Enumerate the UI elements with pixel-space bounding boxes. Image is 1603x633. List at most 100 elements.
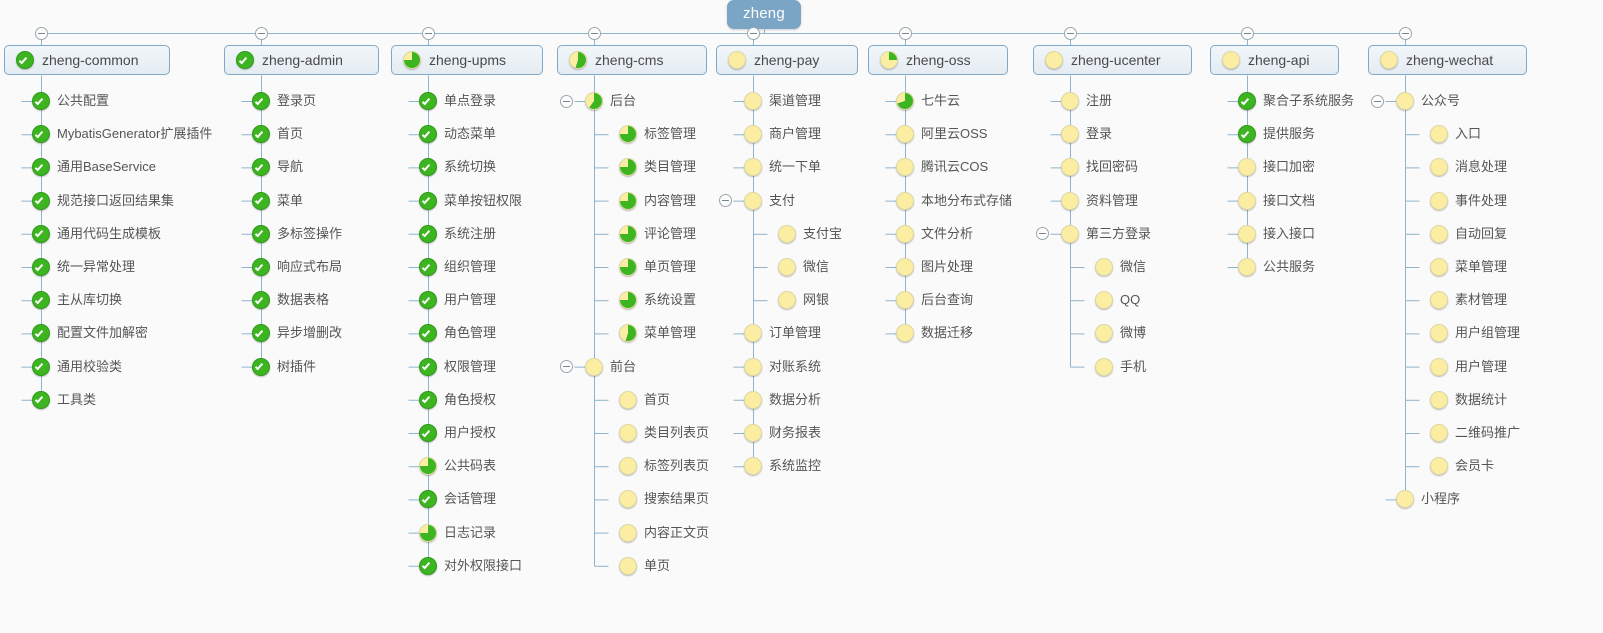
collapse-toggle[interactable] bbox=[746, 26, 760, 40]
collapse-toggle[interactable] bbox=[254, 26, 268, 40]
tree-leaf-node[interactable]: 评论管理 bbox=[619, 223, 696, 245]
collapse-toggle[interactable] bbox=[1063, 26, 1077, 40]
tree-leaf-node[interactable]: 系统注册 bbox=[419, 223, 496, 245]
module-node-zheng-pay[interactable]: zheng-pay bbox=[716, 45, 858, 75]
tree-leaf-node[interactable]: 七牛云 bbox=[896, 90, 960, 112]
tree-leaf-node[interactable]: 会员卡 bbox=[1430, 455, 1494, 477]
collapse-toggle[interactable] bbox=[559, 94, 573, 108]
collapse-toggle[interactable] bbox=[34, 26, 48, 40]
tree-leaf-node[interactable]: 菜单管理 bbox=[1430, 256, 1507, 278]
tree-leaf-node[interactable]: 统一下单 bbox=[744, 156, 821, 178]
tree-leaf-node[interactable]: 用户授权 bbox=[419, 422, 496, 444]
module-node-zheng-wechat[interactable]: zheng-wechat bbox=[1368, 45, 1527, 75]
collapse-toggle[interactable] bbox=[559, 360, 573, 374]
tree-leaf-node[interactable]: 商户管理 bbox=[744, 123, 821, 145]
tree-leaf-node[interactable]: 数据迁移 bbox=[896, 322, 973, 344]
tree-leaf-node[interactable]: 阿里云OSS bbox=[896, 123, 987, 145]
tree-leaf-node[interactable]: 后台查询 bbox=[896, 289, 973, 311]
tree-branch-node[interactable]: 支付 bbox=[744, 190, 795, 212]
tree-leaf-node[interactable]: 类目列表页 bbox=[619, 422, 709, 444]
tree-leaf-node[interactable]: 响应式布局 bbox=[252, 256, 342, 278]
module-node-zheng-api[interactable]: zheng-api bbox=[1210, 45, 1339, 75]
tree-leaf-node[interactable]: 单页管理 bbox=[619, 256, 696, 278]
tree-leaf-node[interactable]: 菜单按钮权限 bbox=[419, 190, 522, 212]
tree-leaf-node[interactable]: 登录 bbox=[1061, 123, 1112, 145]
tree-leaf-node[interactable]: 首页 bbox=[252, 123, 303, 145]
tree-leaf-node[interactable]: 自动回复 bbox=[1430, 223, 1507, 245]
tree-leaf-node[interactable]: 组织管理 bbox=[419, 256, 496, 278]
tree-leaf-node[interactable]: 菜单 bbox=[252, 190, 303, 212]
tree-leaf-node[interactable]: 系统切换 bbox=[419, 156, 496, 178]
tree-branch-node[interactable]: 前台 bbox=[585, 356, 636, 378]
collapse-toggle[interactable] bbox=[1398, 26, 1412, 40]
tree-leaf-node[interactable]: 二维码推广 bbox=[1430, 422, 1520, 444]
tree-leaf-node[interactable]: 搜索结果页 bbox=[619, 488, 709, 510]
tree-leaf-node[interactable]: 导航 bbox=[252, 156, 303, 178]
tree-leaf-node[interactable]: 手机 bbox=[1095, 356, 1146, 378]
tree-leaf-node[interactable]: 标签列表页 bbox=[619, 455, 709, 477]
tree-leaf-node[interactable]: 通用校验类 bbox=[32, 356, 122, 378]
module-node-zheng-cms[interactable]: zheng-cms bbox=[557, 45, 707, 75]
tree-leaf-node[interactable]: 公共服务 bbox=[1238, 256, 1315, 278]
tree-leaf-node[interactable]: 菜单管理 bbox=[619, 322, 696, 344]
tree-leaf-node[interactable]: 会话管理 bbox=[419, 488, 496, 510]
tree-leaf-node[interactable]: 规范接口返回结果集 bbox=[32, 190, 174, 212]
tree-leaf-node[interactable]: 系统设置 bbox=[619, 289, 696, 311]
tree-leaf-node[interactable]: 角色管理 bbox=[419, 322, 496, 344]
tree-leaf-node[interactable]: 订单管理 bbox=[744, 322, 821, 344]
module-node-zheng-admin[interactable]: zheng-admin bbox=[224, 45, 379, 75]
tree-leaf-node[interactable]: 类目管理 bbox=[619, 156, 696, 178]
tree-leaf-node[interactable]: 数据表格 bbox=[252, 289, 329, 311]
tree-branch-node[interactable]: 第三方登录 bbox=[1061, 223, 1151, 245]
tree-leaf-node[interactable]: 接入接口 bbox=[1238, 223, 1315, 245]
tree-leaf-node[interactable]: 通用BaseService bbox=[32, 156, 156, 178]
tree-leaf-node[interactable]: 资料管理 bbox=[1061, 190, 1138, 212]
tree-leaf-node[interactable]: 渠道管理 bbox=[744, 90, 821, 112]
tree-leaf-node[interactable]: 统一异常处理 bbox=[32, 256, 135, 278]
tree-leaf-node[interactable]: 系统监控 bbox=[744, 455, 821, 477]
tree-leaf-node[interactable]: 数据统计 bbox=[1430, 389, 1507, 411]
tree-leaf-node[interactable]: 单页 bbox=[619, 555, 670, 577]
collapse-toggle[interactable] bbox=[1370, 94, 1384, 108]
tree-leaf-node[interactable]: 接口文档 bbox=[1238, 190, 1315, 212]
tree-leaf-node[interactable]: 网银 bbox=[778, 289, 829, 311]
tree-leaf-node[interactable]: 消息处理 bbox=[1430, 156, 1507, 178]
tree-leaf-node[interactable]: 入口 bbox=[1430, 123, 1481, 145]
tree-leaf-node[interactable]: 主从库切换 bbox=[32, 289, 122, 311]
collapse-toggle[interactable] bbox=[898, 26, 912, 40]
tree-leaf-node[interactable]: 公共配置 bbox=[32, 90, 109, 112]
tree-leaf-node[interactable]: 工具类 bbox=[32, 389, 96, 411]
tree-leaf-node[interactable]: 用户管理 bbox=[419, 289, 496, 311]
tree-leaf-node[interactable]: 小程序 bbox=[1396, 488, 1460, 510]
tree-leaf-node[interactable]: 接口加密 bbox=[1238, 156, 1315, 178]
tree-leaf-node[interactable]: 图片处理 bbox=[896, 256, 973, 278]
tree-leaf-node[interactable]: 角色授权 bbox=[419, 389, 496, 411]
tree-leaf-node[interactable]: MybatisGenerator扩展插件 bbox=[32, 123, 212, 145]
tree-leaf-node[interactable]: 公共码表 bbox=[419, 455, 496, 477]
tree-leaf-node[interactable]: 文件分析 bbox=[896, 223, 973, 245]
module-node-zheng-ucenter[interactable]: zheng-ucenter bbox=[1033, 45, 1192, 75]
tree-leaf-node[interactable]: 财务报表 bbox=[744, 422, 821, 444]
tree-leaf-node[interactable]: 微博 bbox=[1095, 322, 1146, 344]
tree-leaf-node[interactable]: 素材管理 bbox=[1430, 289, 1507, 311]
tree-leaf-node[interactable]: 微信 bbox=[778, 256, 829, 278]
tree-leaf-node[interactable]: 支付宝 bbox=[778, 223, 842, 245]
tree-leaf-node[interactable]: 标签管理 bbox=[619, 123, 696, 145]
tree-leaf-node[interactable]: 找回密码 bbox=[1061, 156, 1138, 178]
tree-leaf-node[interactable]: 本地分布式存储 bbox=[896, 190, 1012, 212]
tree-leaf-node[interactable]: 提供服务 bbox=[1238, 123, 1315, 145]
tree-leaf-node[interactable]: 多标签操作 bbox=[252, 223, 342, 245]
tree-leaf-node[interactable]: 树插件 bbox=[252, 356, 316, 378]
tree-leaf-node[interactable]: 事件处理 bbox=[1430, 190, 1507, 212]
tree-leaf-node[interactable]: 异步增删改 bbox=[252, 322, 342, 344]
root-node[interactable]: zheng bbox=[727, 0, 801, 29]
tree-leaf-node[interactable]: 微信 bbox=[1095, 256, 1146, 278]
tree-leaf-node[interactable]: QQ bbox=[1095, 289, 1140, 311]
tree-leaf-node[interactable]: 用户管理 bbox=[1430, 356, 1507, 378]
tree-leaf-node[interactable]: 日志记录 bbox=[419, 522, 496, 544]
collapse-toggle[interactable] bbox=[718, 194, 732, 208]
module-node-zheng-common[interactable]: zheng-common bbox=[4, 45, 170, 75]
tree-leaf-node[interactable]: 内容正文页 bbox=[619, 522, 709, 544]
tree-leaf-node[interactable]: 首页 bbox=[619, 389, 670, 411]
tree-leaf-node[interactable]: 配置文件加解密 bbox=[32, 322, 148, 344]
